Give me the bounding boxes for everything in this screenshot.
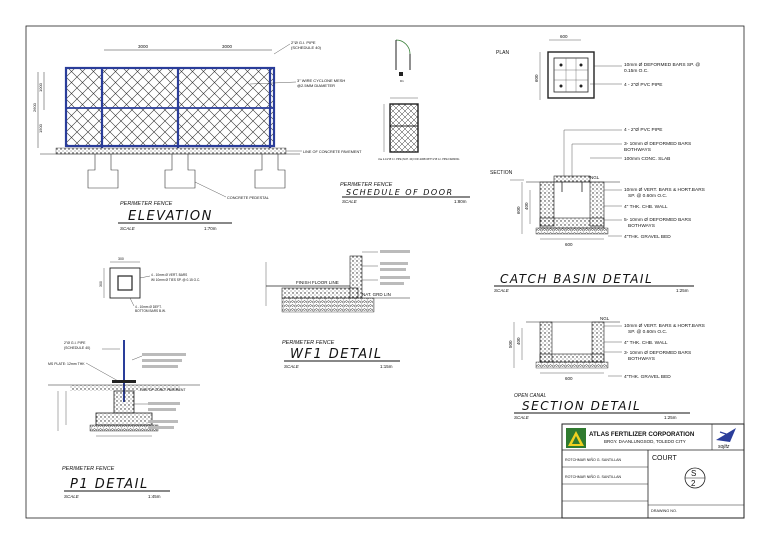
catch-basin-title: CATCH BASIN DETAIL <box>500 272 653 286</box>
company-address: BRGY. DAANLUNGSOD, TOLEDO CITY <box>604 439 686 444</box>
sojitz-logo-icon <box>716 428 736 442</box>
plan-note-bars-2: 0.15m O.C. <box>624 68 649 74</box>
door-title: SCHEDULE OF DOOR <box>346 188 454 197</box>
door-tag: D1 <box>400 79 404 83</box>
wf1-scale: 1:15m <box>380 364 393 369</box>
elevation-note-pipe-2: (SCHEDULE 40) <box>291 45 322 50</box>
p1-note-pipe-2: (SCHEDULE 40) <box>64 346 90 350</box>
canal-note-1: 10mm Ø VERT. BARS & HORT.BARS <box>624 323 705 329</box>
wf1-drawing: FINISH FLOOR LINE NAT. GRD LIN PERIMETER… <box>265 250 410 369</box>
canal-ngl: NGL <box>600 316 610 321</box>
elevation-dim-top-1: 3000 <box>138 44 149 49</box>
company-name: ATLAS FERTILIZER CORPORATION <box>589 431 695 438</box>
canal-scale-label: SCALE <box>514 415 530 420</box>
p1-plan-note-4: BOTTOM BARS B.W. <box>135 309 166 313</box>
catch-basin-note-7: 4" THK. CHB. WALL <box>624 204 668 210</box>
canal-dim-h1: 400 <box>516 337 521 345</box>
wf1-note-ngl: NAT. GRD LIN <box>362 292 391 297</box>
p1-plan-note-2: W/ 10mm Ø TIES SP. @ 0.15 O.C. <box>151 278 200 282</box>
door-scale: 1:80m <box>454 199 467 204</box>
catch-basin-note-5: 10mm Ø VERT. BARS & HORT.BARS <box>624 187 705 193</box>
wf1-note-floor: FINISH FLOOR LINE <box>296 280 339 285</box>
p1-note-plate: MS PLATE: 12mm THK <box>48 362 85 366</box>
elevation-note-pipe: 2"Ø G.I. PIPE <box>291 40 316 45</box>
p1-note-pipe: 2"Ø G.I. PIPE <box>64 341 86 345</box>
p1-note-pavement: LINE OF CONC. PAVEMENT <box>140 388 186 392</box>
door-label: PERIMETER FENCE <box>340 182 393 188</box>
drawing-no-label: DRAWING NO. <box>651 509 677 513</box>
project-name: COURT <box>652 455 677 462</box>
catch-basin-scale-label: SCALE <box>494 288 510 293</box>
title-row-2: ROTCHMAR NIÑO G. SANTILLAN <box>565 474 622 479</box>
catch-basin-note-6: SP. @ 0.60m O.C. <box>628 193 667 199</box>
p1-plan-dim-2: 300 <box>99 281 103 287</box>
plan-dim-top: 600 <box>560 34 568 39</box>
canal-note-4: 3- 10mm Ø DEFORMED BARS <box>624 350 691 356</box>
canal-note-3: 4" THK. CHB. WALL <box>624 340 668 346</box>
p1-scale: 1:45m <box>148 494 161 499</box>
plan-drawing: PLAN 600 600 10mm Ø DEFORMED BARS SP. @ … <box>496 34 700 100</box>
elevation-dim-top-2: 3000 <box>222 44 233 49</box>
elevation-title: ELEVATION <box>128 209 213 224</box>
elevation-scale: 1:70m <box>204 226 217 231</box>
p1-scale-label: SCALE <box>64 494 80 499</box>
plan-note-pvc: 4 - 2"Ø PVC PIPE <box>624 82 663 88</box>
elevation-dim-side-1: 1000 <box>38 82 43 92</box>
canal-label: OPEN CANAL <box>514 393 546 399</box>
catch-basin-note-4: 100mm CONC. SLAB <box>624 156 670 162</box>
canal-note-2: SP. @ 0.60m O.C. <box>628 329 667 335</box>
canal-dim-w: 600 <box>565 376 573 381</box>
wf1-label: PERIMETER FENCE <box>282 340 335 346</box>
elevation-drawing: 3000 3000 2600 1000 1500 2"Ø G.I. PIPE (… <box>32 40 362 231</box>
canal-dim-h2: 500 <box>508 340 513 348</box>
elevation-dim-side-2: 2600 <box>32 102 37 112</box>
wf1-title: WF1 DETAIL <box>290 347 383 362</box>
elevation-note-mesh-2: @2.5MM DIAMETER <box>297 83 335 88</box>
elevation-note-pedestal: CONCRETE PEDESTAL <box>227 196 269 200</box>
p1-plan-dim-1: 300 <box>118 257 124 261</box>
p1-drawing: 300 300 4 - 10mm Ø VERT. BARS W/ 10mm Ø … <box>48 257 200 499</box>
company-logo-icon <box>566 428 586 448</box>
elevation-note-mesh: 3" WIRE CYCLONE MESH <box>297 78 345 83</box>
sheet-letter: S <box>691 469 696 478</box>
catch-basin-note-8: 5- 10mm Ø DEFORMED BARS <box>624 217 691 223</box>
canal-note-6: 4"THK. GRAVEL BED <box>624 374 671 380</box>
plan-dim-side: 600 <box>534 74 539 82</box>
elevation-dim-side-3: 1500 <box>38 123 43 133</box>
canal-note-5: BOTHWAYS <box>628 356 655 362</box>
door-note: Use 2-1/2"Ø C.I. PIPE (SCH. 40) FOR JAMB… <box>378 158 460 161</box>
p1-title: P1 DETAIL <box>70 477 149 492</box>
p1-plan-note-1: 4 - 10mm Ø VERT. BARS <box>151 273 187 277</box>
elevation-note-pavement: LINE OF CONCRETE PAVEMENT <box>303 150 362 154</box>
canal-drawing: NGL 400 500 600 10mm Ø VERT. BARS & HORT… <box>508 316 705 420</box>
catch-basin-section-label: SECTION <box>490 170 513 176</box>
catch-basin-scale: 1:25m <box>676 288 689 293</box>
catch-basin-drawing: SECTION NGL 400 600 600 4 - 2"Ø PVC PIPE… <box>490 127 705 293</box>
door-scale-label: SCALE <box>342 199 358 204</box>
canal-scale: 1:25m <box>664 415 677 420</box>
wf1-scale-label: SCALE <box>284 364 300 369</box>
catch-basin-note-10: 4"THK. GRAVEL BED <box>624 234 671 240</box>
catch-basin-note-2: 3- 10mm Ø DEFORMED BARS <box>624 141 691 147</box>
elevation-scale-label: SCALE <box>120 226 136 231</box>
catch-basin-dim-w: 600 <box>565 242 573 247</box>
catch-basin-note-9: BOTHWAYS <box>628 223 655 229</box>
door-drawing: D1 Use 2-1/2"Ø C.I. PIPE (SCH. 40) FOR J… <box>340 39 470 204</box>
catch-basin-ngl: NGL <box>590 175 600 180</box>
catch-basin-note-1: 4 - 2"Ø PVC PIPE <box>624 127 663 133</box>
sheet-number: 2 <box>691 479 696 488</box>
p1-label: PERIMETER FENCE <box>62 466 115 472</box>
plan-label: PLAN <box>496 50 509 56</box>
plan-note-bars: 10mm Ø DEFORMED BARS SP. @ <box>624 62 700 68</box>
title-block: ATLAS FERTILIZER CORPORATION BRGY. DAANL… <box>561 423 745 519</box>
catch-basin-note-3: BOTHWAYS <box>624 147 651 153</box>
p1-plan-note-3: 4 - 10mm Ø DEFT. <box>135 305 162 309</box>
catch-basin-dim-h2: 600 <box>516 206 521 214</box>
canal-title: SECTION DETAIL <box>522 399 641 413</box>
title-row-1: ROTCHMAR NIÑO G. SANTILLAN <box>565 457 622 462</box>
sojitz-label: sojitz <box>718 444 730 450</box>
elevation-label: PERIMETER FENCE <box>120 201 173 207</box>
catch-basin-dim-h1: 400 <box>524 202 529 210</box>
